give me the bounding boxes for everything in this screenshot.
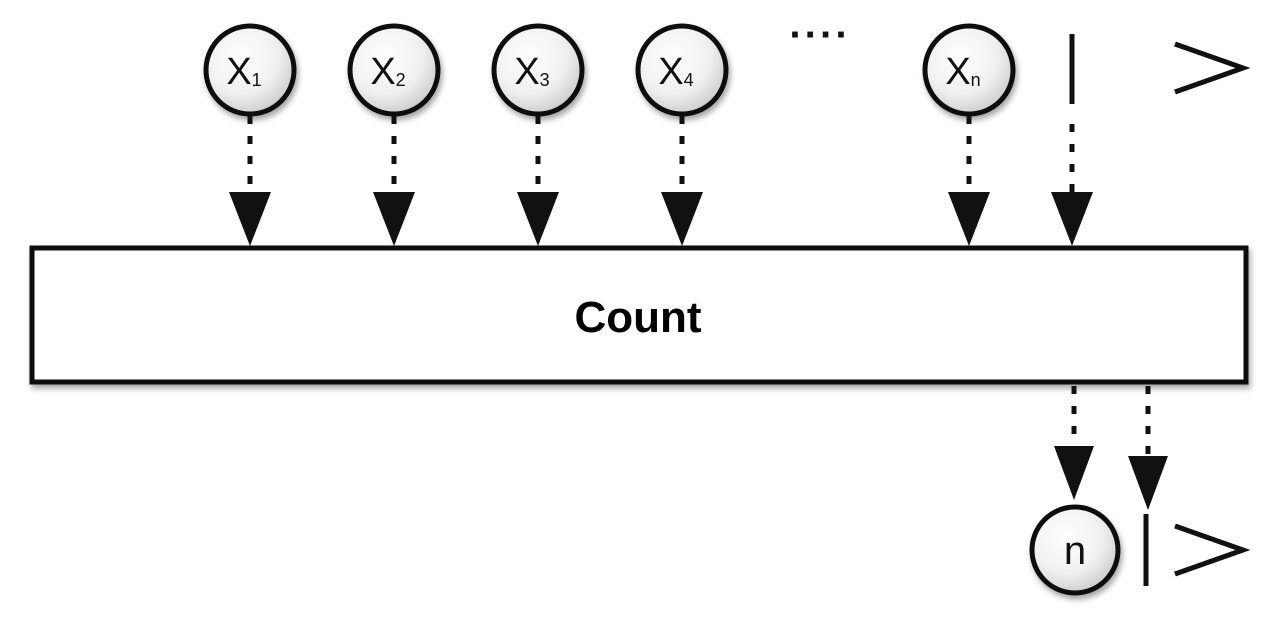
output-marble-label: n bbox=[1064, 529, 1086, 573]
input-ellipsis: ···· bbox=[789, 13, 850, 57]
operator-box: Count bbox=[29, 245, 1249, 385]
dotted-arrow-1 bbox=[229, 116, 271, 246]
dotted-arrow-n bbox=[948, 116, 990, 246]
marble-label: X bbox=[370, 51, 395, 93]
output-timeline: n bbox=[36, 504, 1251, 596]
input-timeline-arrowhead bbox=[1174, 41, 1251, 95]
dotted-arrow-output-completion bbox=[1128, 386, 1168, 510]
svg-text:X1: X1 bbox=[226, 51, 261, 93]
svg-text:X4: X4 bbox=[658, 51, 693, 93]
marble-label: X bbox=[226, 51, 251, 93]
marble-label: X bbox=[945, 51, 970, 93]
marble-label: X bbox=[658, 51, 683, 93]
dotted-arrow-3 bbox=[517, 116, 559, 246]
marble-subscript: 1 bbox=[252, 70, 262, 90]
svg-text:X2: X2 bbox=[370, 51, 405, 93]
svg-text:Xn: Xn bbox=[945, 51, 980, 93]
input-timeline: ···· X1 X2 X3 X4 bbox=[36, 13, 1251, 117]
input-marble-3: X3 bbox=[491, 23, 585, 117]
input-marble-1: X1 bbox=[203, 23, 297, 117]
output-timeline-arrowhead bbox=[1174, 523, 1251, 577]
marble-subscript: 4 bbox=[684, 70, 694, 90]
output-marble-n: n bbox=[1029, 504, 1121, 596]
dotted-arrow-4 bbox=[661, 116, 703, 246]
marble-subscript: n bbox=[971, 70, 981, 90]
marble-label: X bbox=[514, 51, 539, 93]
input-marble-2: X2 bbox=[347, 23, 441, 117]
operator-to-output-arrows bbox=[1054, 386, 1168, 510]
dotted-arrow-completion bbox=[1051, 124, 1093, 246]
svg-text:X3: X3 bbox=[514, 51, 549, 93]
marble-subscript: 3 bbox=[540, 70, 550, 90]
dotted-arrow-2 bbox=[373, 116, 415, 246]
operator-label: Count bbox=[574, 293, 701, 342]
input-marble-4: X4 bbox=[635, 23, 729, 117]
marble-subscript: 2 bbox=[396, 70, 406, 90]
dotted-arrow-result bbox=[1054, 386, 1094, 500]
input-marble-n: Xn bbox=[922, 23, 1016, 117]
input-to-operator-arrows bbox=[229, 116, 1093, 246]
